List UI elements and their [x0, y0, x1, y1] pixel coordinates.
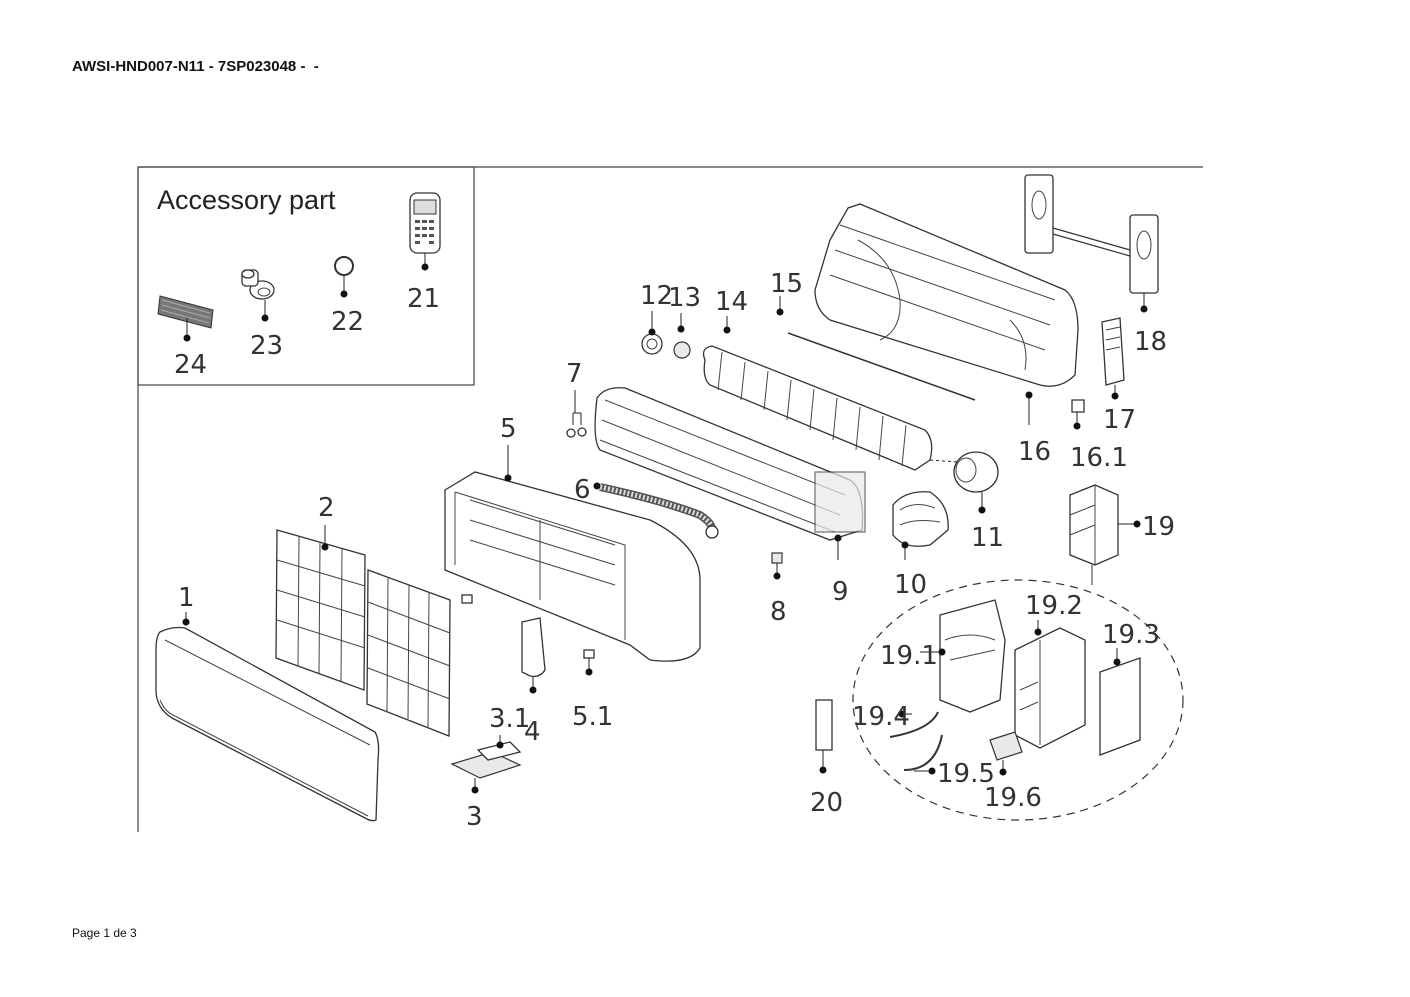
part-10-motor-bracket: 10 [892, 491, 949, 600]
callout-4: 4 [524, 717, 541, 747]
accessory-box: Accessory part 24 23 22 [137, 166, 475, 386]
document-title: AWSI-HND007-N11 - 7SP023048 - - [72, 58, 319, 75]
callout-3: 3 [466, 802, 483, 832]
callout-11: 11 [971, 523, 1004, 553]
part-5-1-clip: 5.1 [461, 594, 613, 732]
part-18-mounting-plate: 18 [1024, 174, 1167, 357]
part-19-3-insulation-sheet: 19.3 [1099, 620, 1160, 756]
callout-10: 10 [894, 570, 927, 600]
callout-8: 8 [770, 597, 787, 627]
callout-20: 20 [810, 788, 843, 818]
callout-21: 21 [407, 284, 440, 314]
part-1-front-panel: 1 [155, 583, 380, 822]
callout-19-2: 19.2 [1025, 591, 1083, 621]
callout-19-3: 19.3 [1102, 620, 1160, 650]
part-19-6-terminal-block: 19.6 [984, 731, 1042, 813]
part-24-filter-mesh: 24 [157, 295, 214, 380]
part-19-5-sensor: 19.5 [903, 734, 995, 789]
part-9-evaporator: 9 [594, 387, 866, 607]
part-11-fan-motor: 11 [929, 451, 1004, 553]
part-14-crossflow-fan: 14 [702, 287, 933, 471]
callout-13: 13 [668, 283, 701, 313]
part-23-drain-elbow: 23 [241, 269, 283, 361]
part-19-control-box: 19 [1069, 484, 1175, 585]
part-8-clip: 8 [770, 552, 787, 627]
part-3-display-board: 3.1 3 [450, 704, 530, 832]
callout-9: 9 [832, 577, 849, 607]
part-5-front-frame: 5 [444, 414, 701, 662]
callout-5-1: 5.1 [572, 702, 613, 732]
part-19-2-main-board: 19.2 [1014, 591, 1086, 749]
callout-24: 24 [174, 350, 207, 380]
callout-1: 1 [178, 583, 195, 613]
callout-5: 5 [500, 414, 517, 444]
callout-7: 7 [566, 359, 583, 389]
callout-19: 19 [1142, 512, 1175, 542]
callout-14: 14 [715, 287, 748, 317]
callout-23: 23 [250, 331, 283, 361]
part-7-screws: 7 [566, 359, 587, 438]
part-13-bearing: 13 [668, 283, 701, 359]
callout-15: 15 [770, 269, 803, 299]
page-footer: Page 1 de 3 [72, 926, 137, 940]
part-21-remote-control: 21 [407, 192, 441, 314]
detail-ellipse [852, 579, 1184, 821]
callout-19-4: 19.4 [852, 702, 910, 732]
part-16-1-clip: 16.1 [1070, 399, 1128, 473]
callout-6: 6 [574, 475, 591, 505]
part-15-rod: 15 [770, 269, 976, 401]
part-12-bearing-holder: 12 [640, 281, 673, 355]
part-19-1-box-cover: 19.1 [880, 599, 1006, 713]
part-16-chassis: 16 [814, 203, 1079, 467]
part-19-4-sensor: 19.4 [852, 702, 939, 738]
callout-16: 16 [1018, 437, 1051, 467]
part-17-plate: 17 [1101, 317, 1136, 435]
part-20-bracket: 20 [810, 699, 843, 818]
callout-16-1: 16.1 [1070, 443, 1128, 473]
part-4-cover: 4 [521, 617, 546, 747]
callout-18: 18 [1134, 327, 1167, 357]
callout-19-6: 19.6 [984, 783, 1042, 813]
callout-3-1: 3.1 [489, 704, 530, 734]
callout-22: 22 [331, 307, 364, 337]
callout-19-5: 19.5 [937, 759, 995, 789]
callout-2: 2 [318, 493, 335, 523]
part-6-drain-hose: 6 [574, 475, 719, 539]
callout-19-1: 19.1 [880, 641, 938, 671]
accessory-box-title: Accessory part [157, 185, 336, 215]
part-22-seal-ring: 22 [331, 256, 364, 337]
callout-12: 12 [640, 281, 673, 311]
callout-17: 17 [1103, 405, 1136, 435]
part-2-air-filters: 2 [275, 493, 451, 737]
